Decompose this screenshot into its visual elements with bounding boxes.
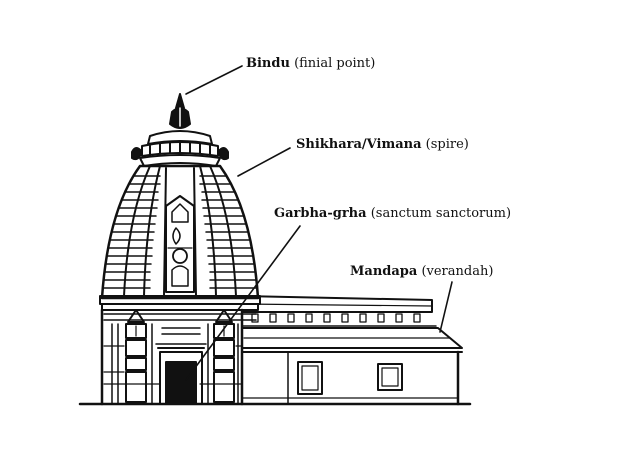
sanctum-doorway (155, 327, 207, 405)
finial-bindu (169, 93, 191, 129)
label-shikhara-term: Shikhara/Vimana (296, 137, 422, 152)
leader-bindu (185, 65, 243, 95)
label-mandapa-term: Mandapa (350, 264, 418, 279)
label-mandapa: Mandapa (verandah) (350, 264, 493, 280)
label-garbha-desc: (sanctum sanctorum) (370, 206, 512, 221)
label-garbha-term: Garbha-grha (274, 206, 367, 221)
shikhara-courses-right (199, 175, 258, 289)
label-bindu: Bindu (finial point) (246, 56, 375, 72)
leader-garbha (185, 225, 301, 381)
label-shikhara-desc: (spire) (425, 137, 469, 152)
leader-mandapa (439, 281, 453, 333)
leader-shikhara (237, 147, 291, 177)
mandapa-verandah (241, 295, 463, 406)
label-mandapa-desc: (verandah) (421, 264, 494, 279)
central-panel (165, 195, 195, 293)
shikhara-courses-left (102, 175, 161, 289)
tower-base-band (99, 295, 261, 321)
label-bindu-desc: (finial point) (294, 56, 376, 71)
label-shikhara: Shikhara/Vimana (spire) (296, 137, 469, 153)
label-garbha: Garbha-grha (sanctum sanctorum) (274, 206, 511, 222)
amalaka-crown (131, 130, 229, 167)
label-bindu-term: Bindu (246, 56, 290, 71)
leader-lines (185, 65, 453, 381)
